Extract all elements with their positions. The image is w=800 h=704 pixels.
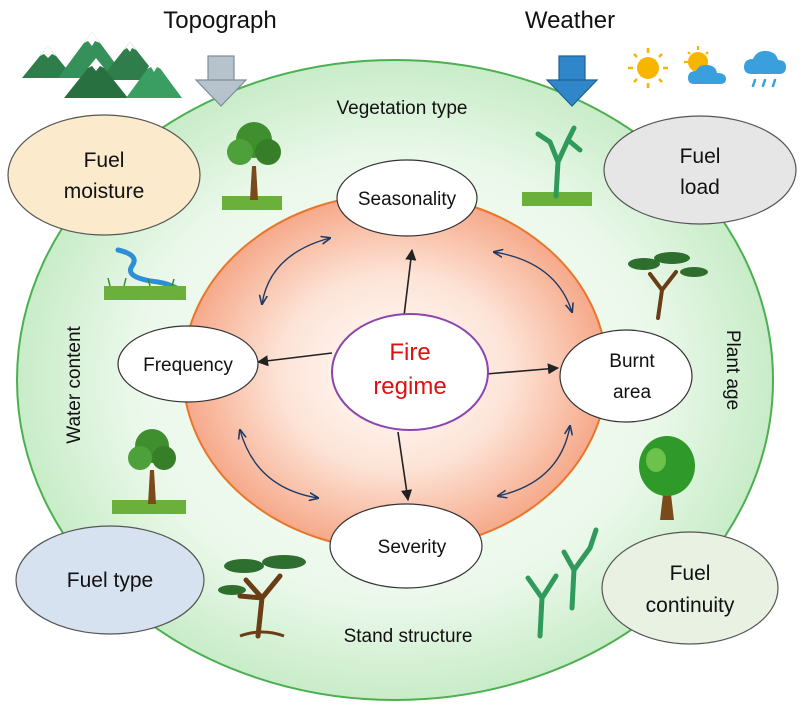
round-tree-icon [639, 436, 695, 520]
partly-cloudy-icon [684, 46, 726, 84]
severity-text: Severity [378, 537, 447, 558]
burnt-area-line2: area [613, 382, 651, 403]
weather-label: Weather [525, 7, 615, 34]
fire-regime-line1: Fire [389, 339, 430, 366]
fuel-moisture-line2: moisture [64, 180, 145, 203]
curve-seasonality-burnt [494, 252, 572, 312]
fuel-moisture-line1: Fuel [84, 149, 125, 172]
fuel-continuity-line1: Fuel [670, 562, 711, 585]
plant-age-label: Plant age [722, 330, 743, 410]
seasonality-text: Seasonality [358, 189, 457, 210]
bare-tree-icon [522, 125, 592, 206]
topograph-label: Topograph [163, 7, 276, 34]
arrow-to-severity [397, 431, 413, 502]
arrow-to-frequency [256, 352, 333, 367]
center-arrows [256, 248, 560, 502]
fuel-type-text: Fuel type [67, 569, 153, 592]
curve-burnt-severity [498, 426, 570, 496]
fuel-moisture-node: Fuel moisture [7, 114, 201, 236]
fuel-continuity-node: Fuel continuity [601, 531, 779, 645]
tree-icon [222, 122, 282, 210]
acacia-tree-icon [628, 252, 708, 320]
weather-arrow [545, 55, 599, 107]
rain-cloud-icon [744, 50, 786, 88]
fuel-type-node: Fuel type [15, 525, 205, 635]
curved-arrows [240, 238, 572, 498]
curve-freq-seasonality [262, 238, 330, 304]
fire-regime-line2: regime [373, 373, 446, 400]
water-content-label: Water content [64, 325, 85, 443]
fire-regime-node: Fire regime [331, 313, 489, 431]
burnt-area-line1: Burnt [609, 351, 655, 372]
frequency-text: Frequency [143, 355, 233, 376]
fuel-load-line1: Fuel [680, 145, 721, 168]
fuel-load-line2: load [680, 176, 720, 199]
arrow-to-seasonality [403, 248, 417, 317]
frequency-node: Frequency [117, 325, 259, 403]
fuel-continuity-line2: continuity [646, 594, 735, 617]
vegetation-type-label: Vegetation type [337, 98, 468, 119]
acacia-tree-icon-lower [218, 555, 306, 639]
topograph-arrow [194, 55, 248, 107]
arrow-to-burnt-area [485, 363, 560, 375]
river-icon [104, 247, 186, 300]
seasonality-node: Seasonality [336, 159, 478, 237]
sun-icon [628, 48, 668, 88]
stand-structure-label: Stand structure [344, 626, 473, 647]
tree-icon-lower [112, 429, 186, 514]
curve-freq-severity [240, 430, 318, 498]
bare-tree-icon-lower [525, 527, 599, 639]
burnt-area-node: Burnt area [559, 329, 693, 423]
fuel-load-node: Fuel load [603, 115, 797, 225]
severity-node: Severity [329, 503, 483, 589]
mountains-icon [22, 32, 182, 98]
